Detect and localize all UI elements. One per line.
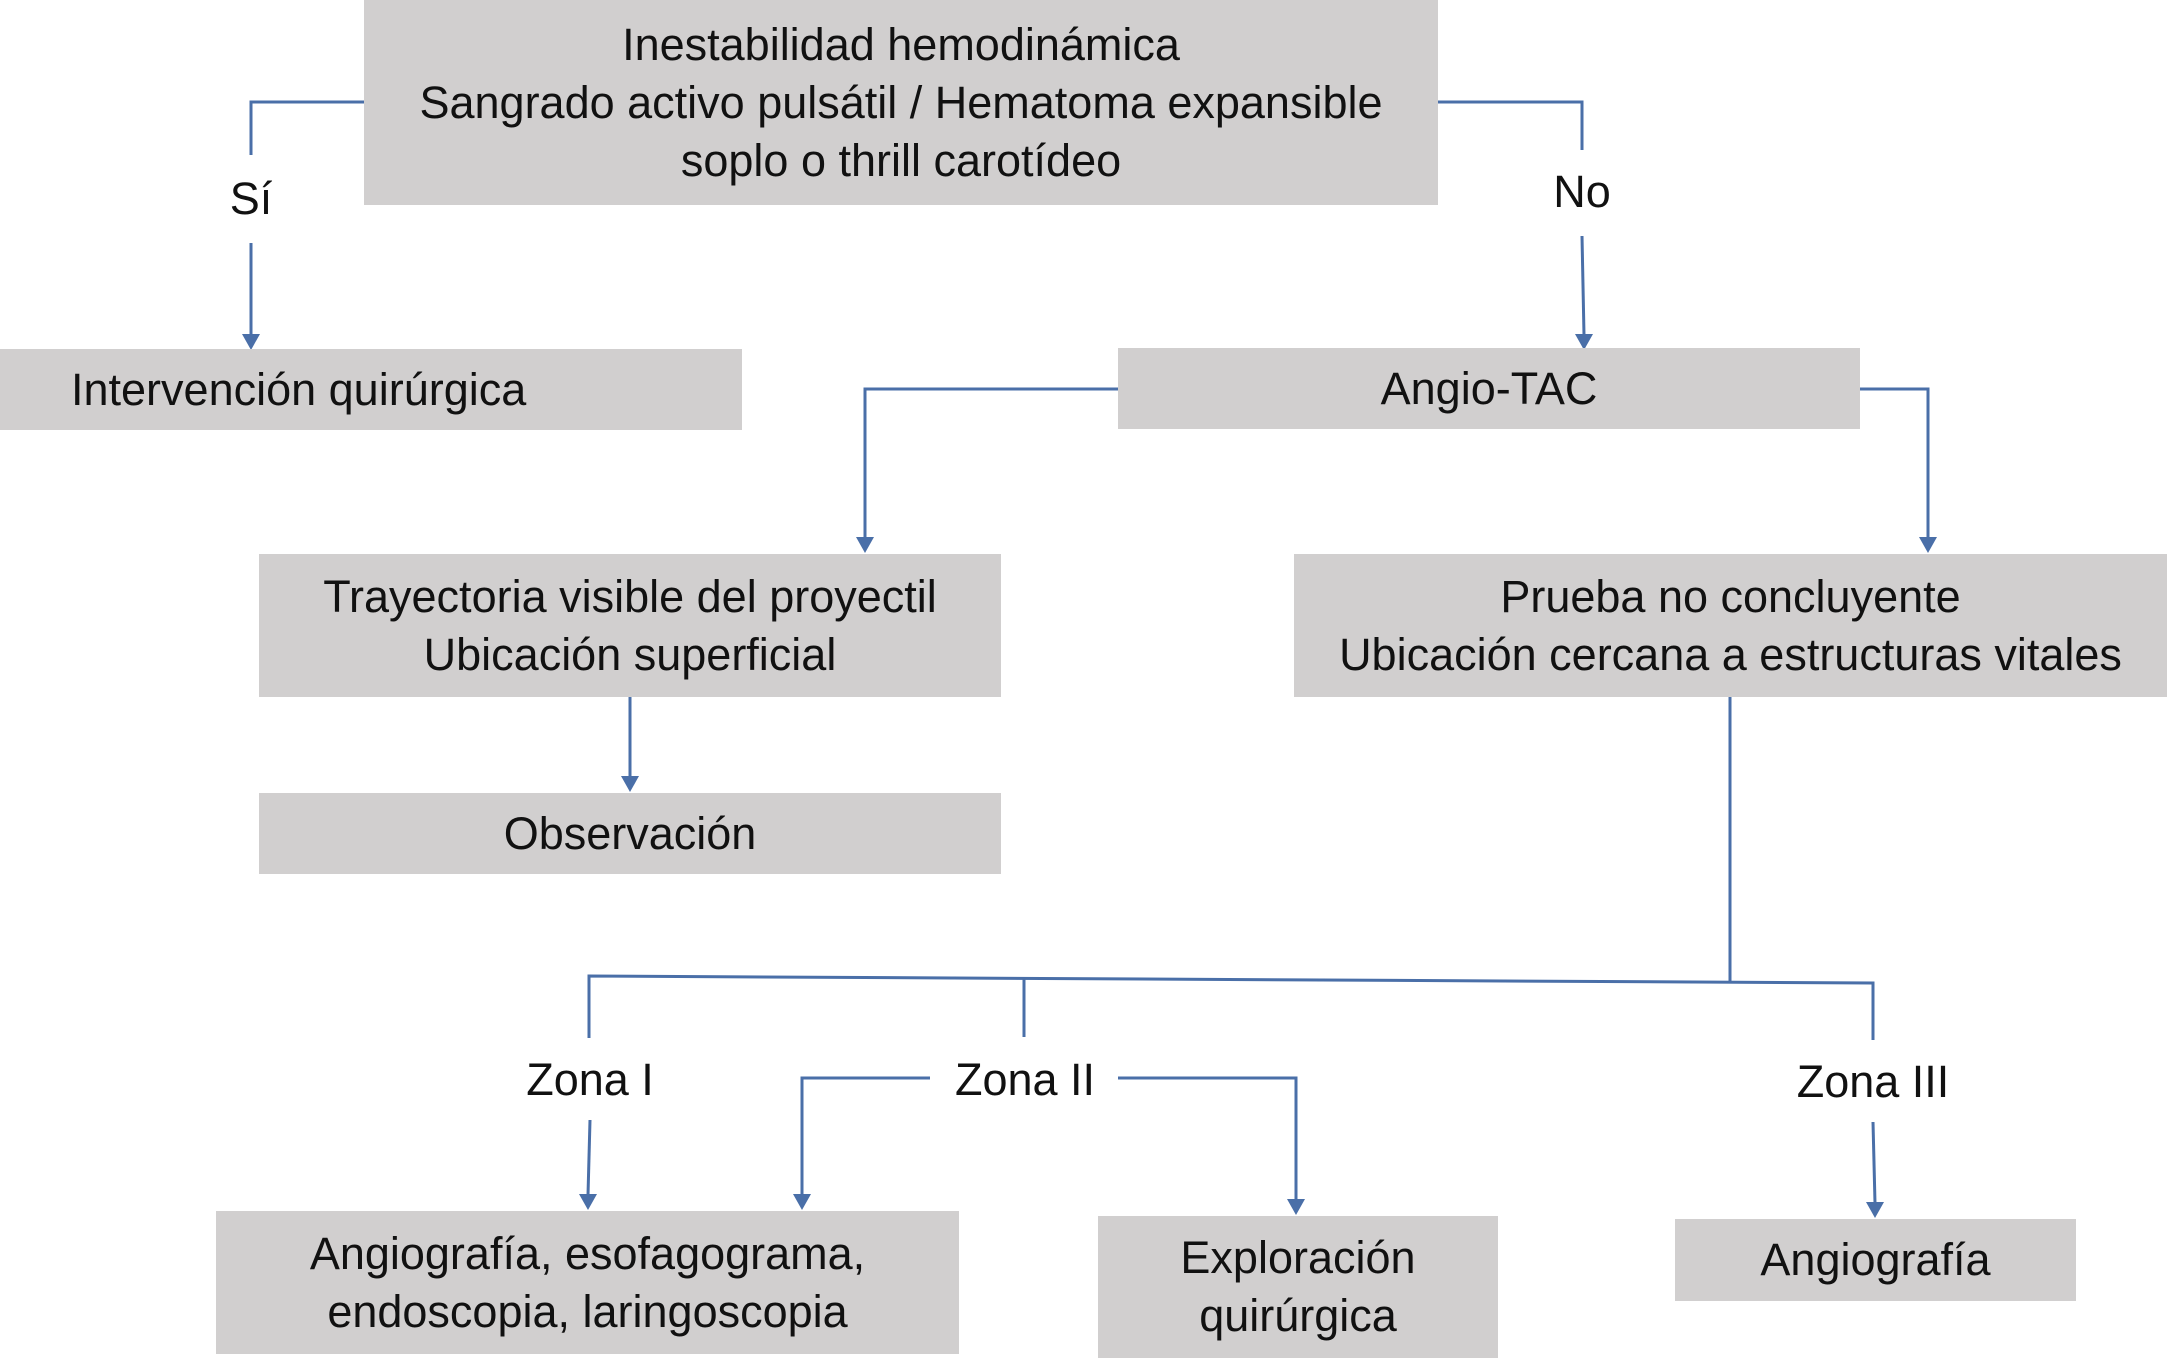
connector-start-to-yes: [249, 100, 364, 155]
node-inconclusive-line1: Prueba no concluyente: [1500, 570, 1961, 622]
label-zone3: Zona III: [1788, 1053, 1958, 1111]
node-zone1-tests: Angiografía, esofagograma, endoscopia, l…: [216, 1211, 959, 1354]
node-visible-trajectory: Trayectoria visible del proyectil Ubicac…: [259, 554, 1001, 697]
arrowhead-trajectory: [856, 537, 874, 553]
arrowhead-exploration: [1287, 1199, 1305, 1215]
node-observation-line1: Observación: [503, 807, 757, 859]
connector-start-to-no: [1436, 100, 1584, 150]
connector-zone1-to-tests: [586, 1119, 592, 1196]
node-exploration-line2: quirúrgica: [1199, 1290, 1397, 1341]
node-surgery-line1: Intervención quirúrgica: [71, 363, 527, 415]
arrowhead-observation: [621, 776, 639, 792]
node-start-line2: Sangrado activo pulsátil / Hematoma expa…: [419, 76, 1383, 128]
node-angiography-line1: Angiografía: [1760, 1234, 1991, 1285]
connector-zone3-to-angiography: [1871, 1121, 1877, 1204]
label-zone2: Zona II: [945, 1051, 1105, 1109]
connector-no-to-angiotac: [1580, 235, 1586, 336]
label-yes: Sí: [216, 170, 286, 228]
connector-angiotac-to-inconclusive: [1860, 387, 1930, 538]
arrowhead-zone2-tests: [793, 1194, 811, 1210]
arrowhead-inconclusive: [1919, 537, 1937, 553]
connector-angiotac-to-trajectory: [863, 387, 1118, 538]
node-observation: Observación: [259, 793, 1001, 874]
node-trajectory-line2: Ubicación superficial: [423, 628, 837, 680]
node-surgical-exploration: Exploración quirúrgica: [1098, 1216, 1498, 1358]
label-zone1: Zona I: [515, 1051, 665, 1109]
node-surgical-intervention: Intervención quirúrgica: [0, 349, 742, 430]
node-angiotac-line1: Angio-TAC: [1380, 362, 1598, 414]
node-trajectory-line1: Trayectoria visible del proyectil: [323, 570, 937, 622]
node-exploration-line1: Exploración: [1180, 1232, 1416, 1283]
connector-zone-bar: [587, 974, 1875, 1040]
node-start-line3: soplo o thrill carotídeo: [680, 134, 1122, 186]
node-inconclusive-test: Prueba no concluyente Ubicación cercana …: [1294, 554, 2167, 697]
node-hemodynamic-instability: Inestabilidad hemodinámica Sangrado acti…: [364, 0, 1438, 205]
node-angiography: Angiografía: [1675, 1219, 2076, 1301]
node-zone1-tests-line2: endoscopia, laringoscopia: [327, 1285, 848, 1337]
arrowhead-surgery: [242, 334, 260, 350]
label-no: No: [1545, 163, 1619, 221]
node-start-line1: Inestabilidad hemodinámica: [622, 18, 1180, 70]
node-inconclusive-line2: Ubicación cercana a estructuras vitales: [1339, 628, 2122, 680]
node-zone1-tests-line1: Angiografía, esofagograma,: [309, 1227, 866, 1279]
arrowhead-angiotac: [1575, 334, 1593, 350]
node-angio-tac: Angio-TAC: [1118, 348, 1860, 429]
connector-zone2-to-tests: [800, 1076, 930, 1195]
arrowhead-zone1-tests: [579, 1194, 597, 1210]
arrowhead-angiography: [1866, 1202, 1884, 1218]
connector-zone2-to-exploration: [1118, 1076, 1298, 1200]
